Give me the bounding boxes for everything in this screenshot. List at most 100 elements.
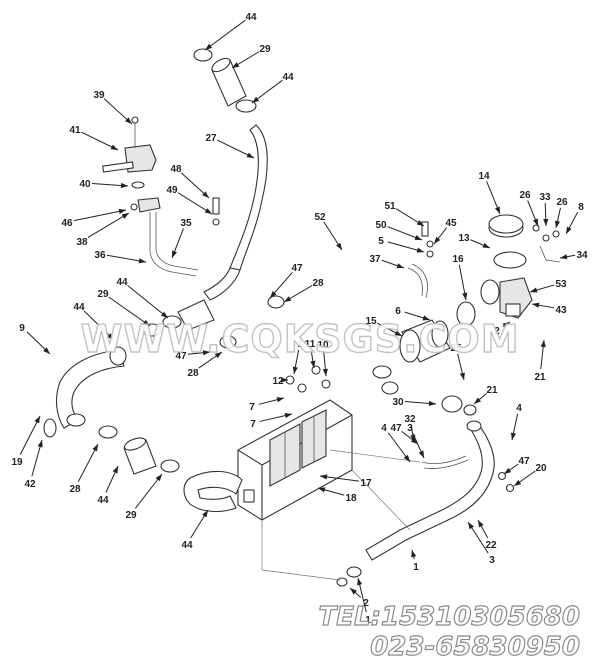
callout-35: 35 bbox=[171, 218, 192, 259]
callout-number: 36 bbox=[94, 250, 106, 261]
arrowhead bbox=[142, 319, 150, 326]
callout-41: 41 bbox=[69, 125, 119, 151]
callout-22: 22 bbox=[477, 519, 497, 551]
clamp-top-part bbox=[193, 48, 213, 62]
callout-number: 17 bbox=[360, 478, 372, 489]
callout-44: 44 bbox=[204, 12, 257, 51]
callout-number: 13 bbox=[458, 233, 470, 244]
tube-18-part bbox=[183, 470, 243, 513]
callout-number: 4 bbox=[516, 403, 522, 414]
arrowhead bbox=[121, 213, 129, 219]
callout-number: 44 bbox=[181, 540, 193, 551]
callout-29: 29 bbox=[231, 44, 271, 69]
callout-39: 39 bbox=[93, 90, 133, 125]
arrowhead bbox=[107, 333, 114, 340]
arrowhead bbox=[540, 340, 546, 348]
arrowhead bbox=[310, 360, 316, 368]
callout-number: 46 bbox=[61, 218, 73, 229]
callout-number: 30 bbox=[392, 397, 404, 408]
arrowhead bbox=[202, 510, 208, 518]
callout-number: 47 bbox=[175, 351, 187, 362]
callout-43: 43 bbox=[531, 302, 567, 316]
callout-number: 3 bbox=[407, 423, 413, 434]
callout-36: 36 bbox=[94, 250, 147, 264]
callout-21: 21 bbox=[473, 385, 498, 405]
arrowhead bbox=[112, 466, 118, 474]
tube-22-part bbox=[365, 423, 495, 561]
callout-number: 37 bbox=[369, 254, 381, 265]
callout-number: 35 bbox=[180, 218, 192, 229]
callout-number: 28 bbox=[312, 278, 324, 289]
callout-number: 20 bbox=[535, 463, 547, 474]
callout-number: 44 bbox=[282, 72, 294, 83]
arrowhead bbox=[120, 182, 128, 189]
callout-48: 48 bbox=[170, 164, 210, 199]
arrowhead bbox=[214, 352, 222, 359]
arrowhead bbox=[416, 220, 424, 226]
callout-number: 1 bbox=[413, 562, 419, 573]
callout-16: 16 bbox=[452, 254, 468, 301]
callout-44: 44 bbox=[73, 302, 115, 341]
callout-number: 9 bbox=[19, 323, 25, 334]
arrowhead bbox=[92, 444, 98, 452]
callout-number: 39 bbox=[93, 90, 105, 101]
callout-6: 6 bbox=[395, 306, 431, 321]
callout-number: 8 bbox=[578, 202, 584, 213]
arrowhead bbox=[34, 416, 40, 424]
callout-18: 18 bbox=[317, 487, 357, 504]
callout-number: 51 bbox=[384, 201, 396, 212]
callout-3: 3 bbox=[407, 423, 425, 459]
arrowhead bbox=[252, 96, 260, 103]
arrowhead bbox=[270, 291, 277, 298]
arrowhead bbox=[172, 250, 177, 258]
callout-number: 26 bbox=[556, 197, 568, 208]
arrowhead bbox=[350, 588, 357, 595]
arrowhead bbox=[434, 236, 441, 244]
callout-37: 37 bbox=[369, 254, 405, 269]
arrowhead bbox=[530, 287, 538, 293]
arrowhead bbox=[125, 117, 132, 124]
callout-number: 22 bbox=[485, 540, 497, 551]
leader-line bbox=[77, 443, 99, 483]
callout-44: 44 bbox=[116, 277, 169, 319]
callout-number: 25 bbox=[450, 343, 462, 354]
arrowhead bbox=[284, 413, 292, 419]
callout-number: 1 bbox=[297, 339, 303, 350]
callout-28: 28 bbox=[69, 443, 99, 495]
callout-47: 47 bbox=[269, 263, 303, 299]
callout-number: 47 bbox=[518, 456, 530, 467]
callout-number: 26 bbox=[519, 190, 531, 201]
arrowhead bbox=[510, 432, 516, 440]
callout-26: 26 bbox=[554, 197, 568, 229]
callout-21: 21 bbox=[534, 339, 546, 383]
arrowhead bbox=[416, 247, 424, 253]
callout-number: 32 bbox=[404, 414, 416, 425]
callout-number: 12 bbox=[272, 376, 284, 387]
callout-38: 38 bbox=[76, 212, 130, 248]
arrowhead bbox=[394, 330, 402, 336]
callout-26: 26 bbox=[519, 190, 539, 227]
arrowhead bbox=[566, 226, 572, 234]
callout-51: 51 bbox=[384, 201, 425, 227]
callout-number: 47 bbox=[390, 423, 402, 434]
arrowhead bbox=[110, 144, 118, 150]
arrowhead bbox=[474, 397, 482, 404]
arrowhead bbox=[554, 220, 561, 228]
arrowhead bbox=[284, 296, 292, 302]
callout-1: 1 bbox=[292, 339, 303, 375]
callout-number: 14 bbox=[478, 171, 490, 182]
arrowhead bbox=[462, 292, 468, 300]
arrowhead bbox=[504, 467, 512, 474]
arrowhead bbox=[320, 474, 328, 480]
callout-40: 40 bbox=[79, 179, 129, 190]
arrowhead bbox=[232, 62, 240, 68]
arrowhead bbox=[514, 479, 522, 486]
leader-line bbox=[87, 212, 130, 238]
callout-20: 20 bbox=[513, 463, 547, 487]
callout-number: 44 bbox=[116, 277, 128, 288]
arrowhead bbox=[160, 311, 168, 318]
callout-30: 30 bbox=[392, 397, 437, 408]
callout-number: 7 bbox=[249, 402, 255, 413]
arrowhead bbox=[276, 397, 284, 403]
